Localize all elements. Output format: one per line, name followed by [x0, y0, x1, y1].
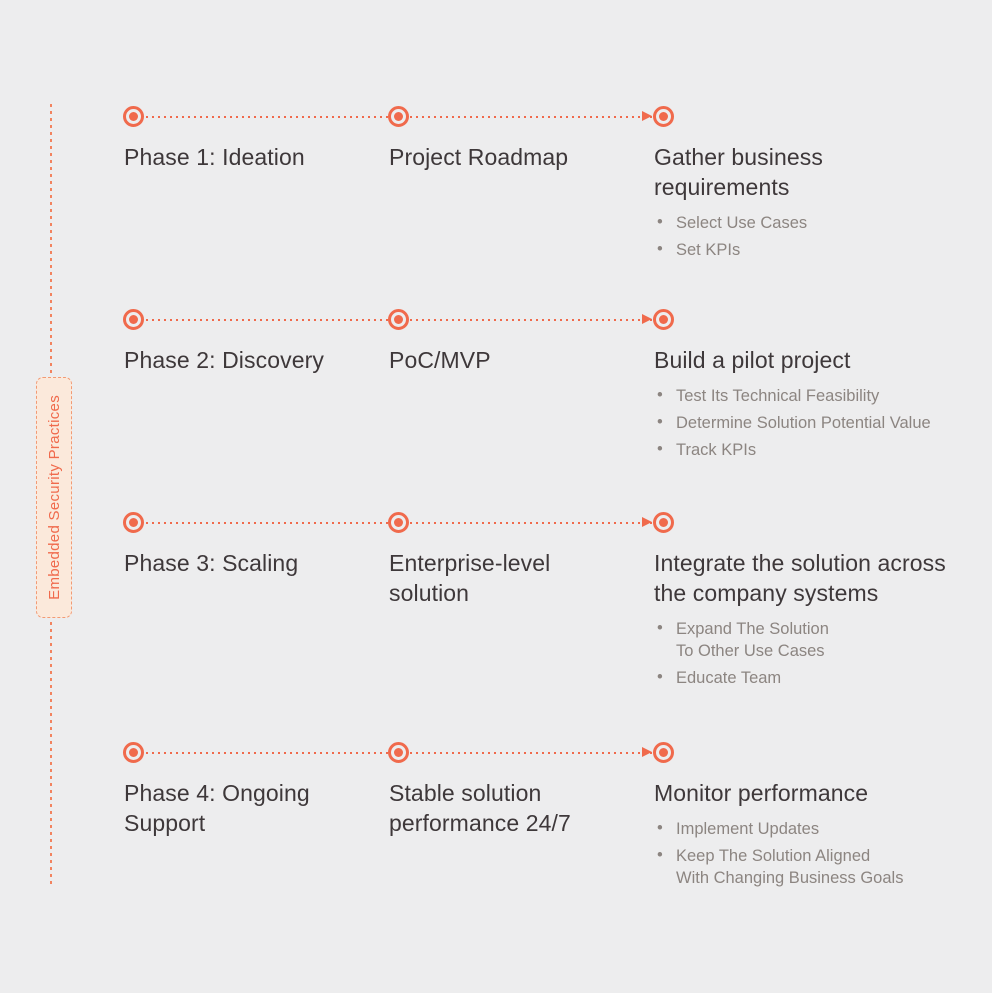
arrowhead-icon	[642, 111, 652, 121]
phase-title: Phase 3: Scaling	[124, 550, 299, 576]
milestone-dot-icon	[388, 309, 409, 330]
milestone-dot-icon	[123, 512, 144, 533]
outcome-bullet-list: Test Its Technical Feasibility Determine…	[654, 384, 970, 461]
outcome-bullet-list: Expand The Solution To Other Use Cases E…	[654, 617, 970, 689]
outcome-column: Gather business requirements Select Use …	[654, 142, 970, 266]
outcome-column: Integrate the solution across the compan…	[654, 548, 970, 694]
phase-column: Phase 3: Scaling	[124, 548, 376, 578]
phase-row-3: Phase 3: Scaling Enterprise-level soluti…	[123, 512, 973, 712]
bullet-item: Select Use Cases	[654, 211, 970, 234]
outcome-title: Integrate the solution across the compan…	[654, 550, 946, 606]
milestone-dot-icon	[653, 309, 674, 330]
bullet-item: Test Its Technical Feasibility	[654, 384, 970, 407]
bullet-item: Determine Solution Potential Value	[654, 411, 970, 434]
outcome-title: Gather business requirements	[654, 144, 823, 200]
outcome-bullet-list: Select Use Cases Set KPIs	[654, 211, 970, 261]
phase-row-1: Phase 1: Ideation Project Roadmap Gather…	[123, 106, 973, 306]
milestone-dot-icon	[388, 742, 409, 763]
bullet-item: Educate Team	[654, 666, 970, 689]
bullet-item: Expand The Solution To Other Use Cases	[654, 617, 970, 662]
phase-4-connector	[123, 742, 973, 764]
arrowhead-icon	[642, 747, 652, 757]
phase-row-2: Phase 2: Discovery PoC/MVP Build a pilot…	[123, 309, 973, 509]
embedded-security-label: Embedded Security Practices	[45, 395, 63, 600]
milestone-dot-icon	[123, 309, 144, 330]
milestone-column: Enterprise-level solution	[389, 548, 641, 608]
phase-column: Phase 1: Ideation	[124, 142, 376, 172]
bullet-item: Keep The Solution Aligned With Changing …	[654, 844, 970, 889]
bullet-item: Implement Updates	[654, 817, 970, 840]
bullet-item: Track KPIs	[654, 438, 970, 461]
outcome-column: Monitor performance Implement Updates Ke…	[654, 778, 970, 894]
arrowhead-icon	[642, 314, 652, 324]
phase-column: Phase 2: Discovery	[124, 345, 376, 375]
outcome-bullet-list: Implement Updates Keep The Solution Alig…	[654, 817, 970, 889]
phase-title: Phase 2: Discovery	[124, 347, 324, 373]
outcome-title: Monitor performance	[654, 780, 869, 806]
milestone-dot-icon	[653, 512, 674, 533]
phase-title: Phase 1: Ideation	[124, 144, 305, 170]
milestone-column: Stable solution performance 24/7	[389, 778, 641, 838]
phase-column: Phase 4: Ongoing Support	[124, 778, 376, 838]
milestone-title: Enterprise-level solution	[389, 550, 551, 606]
milestone-dot-icon	[653, 742, 674, 763]
embedded-security-badge: Embedded Security Practices	[36, 377, 72, 618]
arrowhead-icon	[642, 517, 652, 527]
milestone-dot-icon	[653, 106, 674, 127]
milestone-dot-icon	[123, 106, 144, 127]
phase-2-connector	[123, 309, 973, 331]
milestone-title: PoC/MVP	[389, 347, 491, 373]
milestone-column: Project Roadmap	[389, 142, 641, 172]
phase-1-connector	[123, 106, 973, 128]
phase-row-4: Phase 4: Ongoing Support Stable solution…	[123, 742, 973, 942]
phase-title: Phase 4: Ongoing Support	[124, 780, 310, 836]
outcome-title: Build a pilot project	[654, 347, 851, 373]
milestone-title: Stable solution performance 24/7	[389, 780, 571, 836]
milestone-dot-icon	[123, 742, 144, 763]
milestone-title: Project Roadmap	[389, 144, 569, 170]
outcome-column: Build a pilot project Test Its Technical…	[654, 345, 970, 466]
milestone-dot-icon	[388, 512, 409, 533]
phase-3-connector	[123, 512, 973, 534]
milestone-dot-icon	[388, 106, 409, 127]
milestone-column: PoC/MVP	[389, 345, 641, 375]
bullet-item: Set KPIs	[654, 238, 970, 261]
